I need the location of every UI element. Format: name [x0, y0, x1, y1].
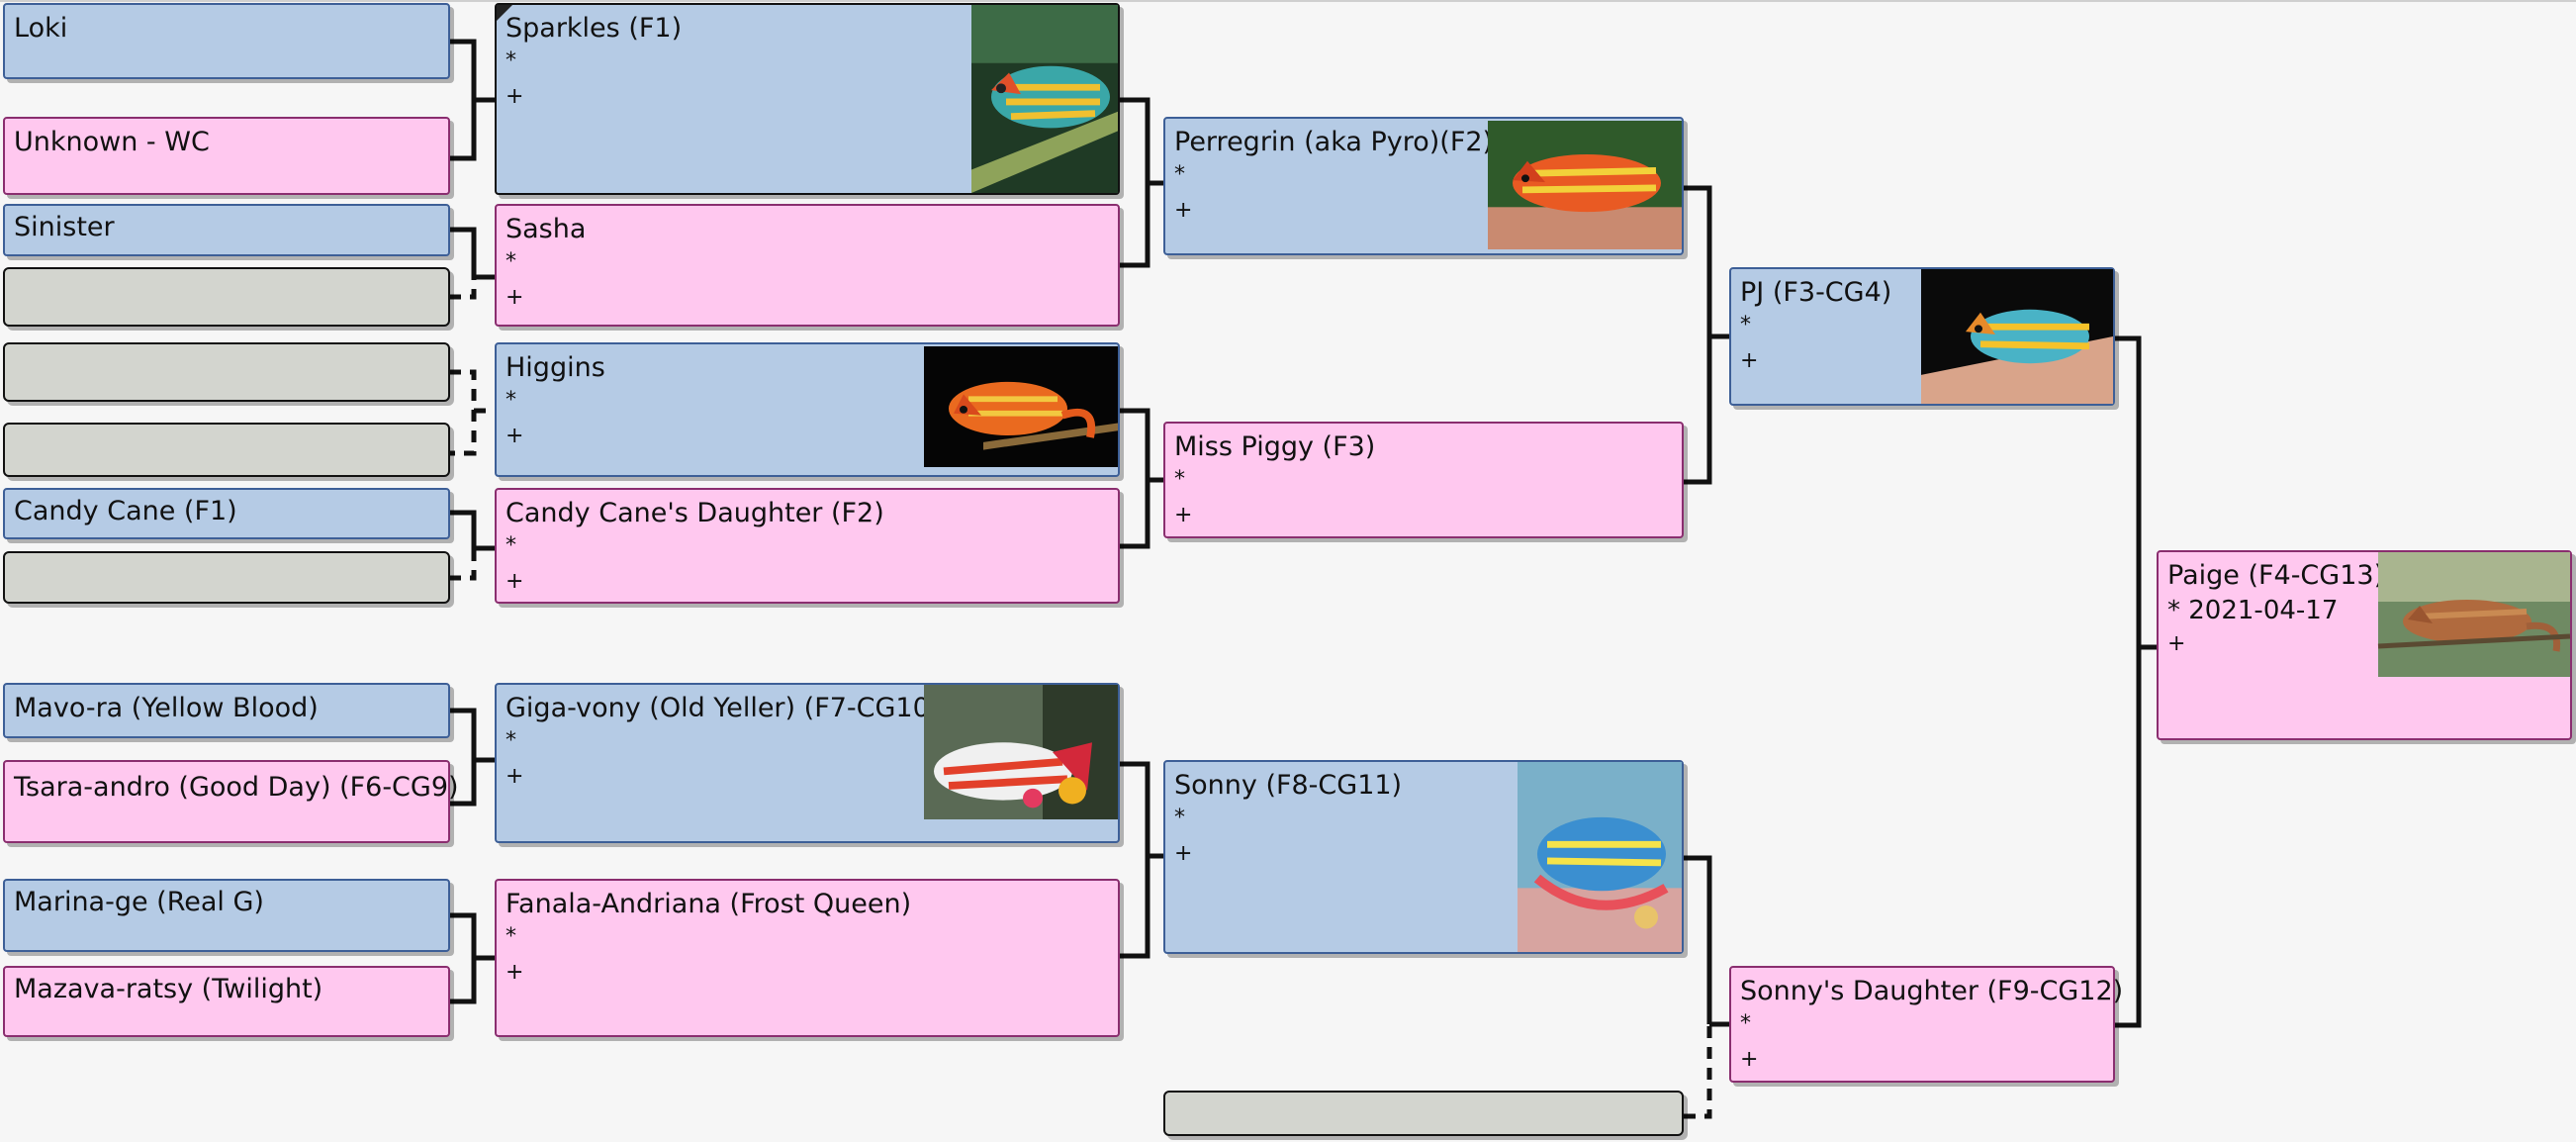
person-death: + [506, 424, 524, 448]
person-box-fanala-andriana[interactable]: Fanala-Andriana (Frost Queen) * + [495, 879, 1120, 1037]
person-death: + [506, 764, 524, 789]
person-name: Sinister [14, 212, 115, 242]
person-name: Higgins [506, 352, 605, 383]
person-death: + [506, 285, 524, 310]
person-box-sparkles[interactable]: Sparkles (F1) * + [495, 3, 1120, 195]
person-box-sonny[interactable]: Sonny (F8-CG11) * + [1163, 760, 1684, 954]
empty-ancestor-slot[interactable] [3, 342, 450, 402]
chameleon-photo-icon[interactable] [924, 346, 1118, 467]
person-death: + [1174, 841, 1193, 866]
person-box-miss-piggy[interactable]: Miss Piggy (F3) * + [1163, 422, 1684, 538]
top-divider [0, 0, 2576, 2]
person-birth: * [506, 249, 516, 274]
corner-marker [497, 5, 512, 21]
person-birth: * [1174, 467, 1185, 492]
person-name: Fanala-Andriana (Frost Queen) [506, 889, 912, 919]
person-name: Candy Cane's Daughter (F2) [506, 498, 884, 528]
person-birth: * [506, 728, 516, 753]
person-death: + [1740, 348, 1759, 373]
person-birth: * [1740, 313, 1751, 337]
chameleon-photo-icon[interactable] [1518, 762, 1682, 952]
empty-ancestor-slot[interactable] [3, 423, 450, 477]
person-box-pj[interactable]: PJ (F3-CG4) * + [1729, 267, 2115, 406]
person-box-mazava-ratsy[interactable]: Mazava-ratsy (Twilight) [3, 966, 450, 1037]
person-name: Giga-vony (Old Yeller) (F7-CG10) [506, 693, 941, 723]
person-birth: * [506, 48, 516, 73]
chameleon-photo-icon[interactable] [1921, 269, 2113, 404]
person-birth: * [506, 388, 516, 413]
person-box-higgins[interactable]: Higgins * + [495, 342, 1120, 477]
person-box-marina-ge[interactable]: Marina-ge (Real G) [3, 879, 450, 952]
person-name: Marina-ge (Real G) [14, 887, 264, 917]
person-box-sasha[interactable]: Sasha * + [495, 204, 1120, 327]
person-death: + [2167, 631, 2186, 656]
person-name: Miss Piggy (F3) [1174, 431, 1376, 462]
person-death: + [1174, 503, 1193, 527]
empty-ancestor-slot[interactable] [3, 267, 450, 327]
person-death: + [1174, 198, 1193, 223]
person-birth: * [506, 924, 516, 949]
chameleon-photo-icon[interactable] [924, 685, 1118, 819]
person-box-sonnys-daughter[interactable]: Sonny's Daughter (F9-CG12) * + [1729, 966, 2123, 1083]
person-name: Sasha [506, 214, 587, 244]
person-box-candy-canes-daughter[interactable]: Candy Cane's Daughter (F2) * + [495, 488, 1120, 604]
person-name: Unknown - WC [14, 127, 210, 157]
person-box-tsara-andro[interactable]: Tsara-andro (Good Day) (F6-CG9) [3, 760, 459, 843]
person-name: Loki [14, 13, 68, 44]
empty-ancestor-slot[interactable] [3, 551, 450, 604]
person-death: + [506, 960, 524, 985]
person-name: Sonny's Daughter (F9-CG12) [1740, 976, 2124, 1006]
person-name: Mazava-ratsy (Twilight) [14, 974, 323, 1004]
person-name: PJ (F3-CG4) [1740, 277, 1892, 308]
person-death: + [506, 569, 524, 594]
person-box-giga-vony[interactable]: Giga-vony (Old Yeller) (F7-CG10) * + [495, 683, 1120, 843]
person-birth: * [1174, 162, 1185, 187]
person-birth: * [506, 533, 516, 558]
person-birth: * [1174, 806, 1185, 830]
person-box-sinister[interactable]: Sinister [3, 204, 450, 256]
empty-ancestor-slot[interactable] [1163, 1091, 1684, 1136]
person-name: Sonny (F8-CG11) [1174, 770, 1403, 801]
person-name: Sparkles (F1) [506, 13, 683, 44]
person-death: + [1740, 1047, 1759, 1072]
chameleon-photo-icon[interactable] [971, 5, 1118, 193]
person-birth: * [1740, 1011, 1751, 1036]
chameleon-photo-icon[interactable] [2377, 552, 2571, 677]
person-name: Tsara-andro (Good Day) (F6-CG9) [14, 772, 459, 803]
person-box-paige[interactable]: Paige (F4-CG13) * 2021-04-17 + [2157, 550, 2572, 740]
person-box-perregrin[interactable]: Perregrin (aka Pyro)(F2) * + [1163, 117, 1684, 255]
person-birth: * 2021-04-17 [2167, 596, 2339, 625]
person-name: Paige (F4-CG13) [2167, 560, 2385, 591]
person-death: + [506, 84, 524, 109]
chameleon-photo-icon[interactable] [1488, 121, 1682, 249]
person-box-loki[interactable]: Loki [3, 3, 450, 79]
person-name: Mavo-ra (Yellow Blood) [14, 693, 319, 723]
person-box-unknown-wc[interactable]: Unknown - WC [3, 117, 450, 195]
person-name: Perregrin (aka Pyro)(F2) [1174, 127, 1494, 157]
person-box-mavo-ra[interactable]: Mavo-ra (Yellow Blood) [3, 683, 450, 738]
person-name: Candy Cane (F1) [14, 496, 237, 526]
person-box-candy-cane[interactable]: Candy Cane (F1) [3, 488, 450, 539]
